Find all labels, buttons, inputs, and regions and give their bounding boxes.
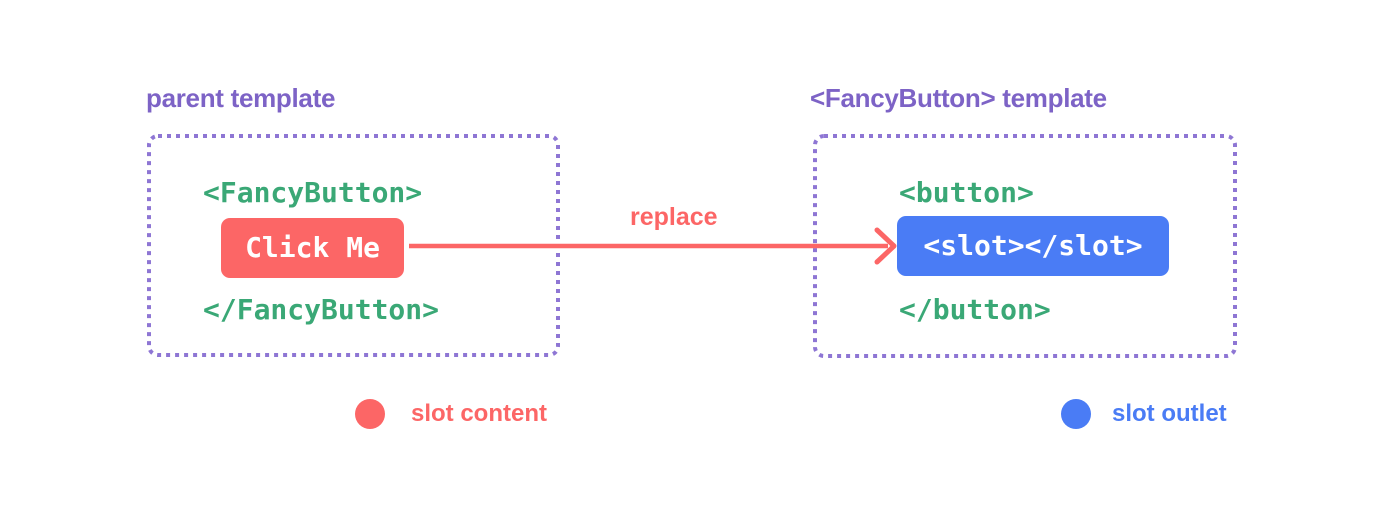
slot-content-dot-icon <box>355 399 385 429</box>
parent-close-tag: </FancyButton> <box>203 293 440 326</box>
parent-open-tag: <FancyButton> <box>203 176 423 209</box>
slot-outlet-box-label: <slot></slot> <box>923 229 1143 262</box>
fancybutton-template-title: <FancyButton> template <box>810 83 1107 113</box>
legend-slot-outlet: slot outlet <box>1061 399 1227 429</box>
slot-outlet-label: slot outlet <box>1112 400 1227 427</box>
slot-outlet-box: <slot></slot> <box>897 216 1169 276</box>
replace-label: replace <box>630 203 718 231</box>
fancybutton-template-box-border <box>813 134 1237 358</box>
parent-template-title: parent template <box>146 83 336 113</box>
replace-arrow-head-icon <box>874 227 897 265</box>
legend-slot-content: slot content <box>355 399 547 429</box>
replace-arrow <box>409 227 897 265</box>
click-me-button-label: Click Me <box>245 231 380 264</box>
button-open-tag: <button> <box>899 176 1034 209</box>
button-close-tag: </button> <box>899 293 1051 326</box>
slot-outlet-dot-icon <box>1061 399 1091 429</box>
click-me-button: Click Me <box>221 218 404 278</box>
slot-content-label: slot content <box>411 400 547 427</box>
